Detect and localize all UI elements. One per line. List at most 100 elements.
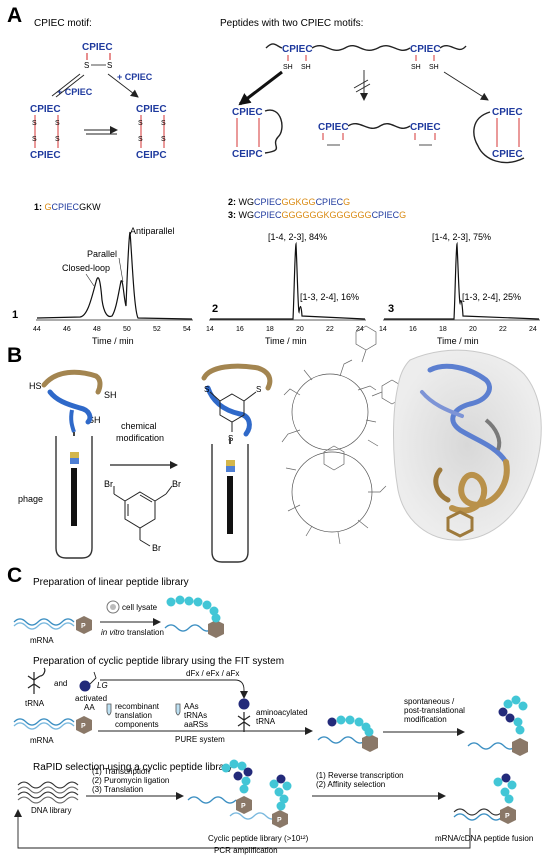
tick-label: 20 [296, 326, 304, 333]
aminoacyl-trna-icon [237, 712, 251, 732]
test-tube-icon [175, 703, 181, 716]
hs-label: HS [29, 381, 42, 391]
chromatogram-3: 3 [1-4, 2-3], 75% [1-3, 2-4], 25% Time /… [379, 232, 540, 346]
peak-closed-loop: Closed-loop [62, 263, 110, 273]
p-label: P [81, 623, 86, 630]
seq1-part: CPIEC [52, 202, 80, 212]
motif-label: CPIEC [232, 107, 263, 118]
modification-label: modification [404, 715, 447, 724]
trnas-label: tRNAs [184, 711, 207, 720]
seq2-part: GGKGG [282, 197, 316, 207]
disulfide-s: S [138, 136, 143, 143]
tick-label: 18 [439, 326, 447, 333]
br-label: Br [152, 543, 161, 553]
svg-text:1: GCPIECGKW: 1: GCPIECGKW [34, 202, 101, 212]
aminoacylated-label: aminoacylated [256, 708, 308, 717]
motif-label: CPIEC [410, 44, 441, 55]
cell-lysate-label: cell lysate [122, 603, 158, 612]
puromycin-hexagon [76, 716, 92, 734]
chrom3-peak-major: [1-4, 2-3], 75% [432, 232, 491, 242]
pure-system-label: PURE system [175, 735, 225, 744]
peptide-3d-model [393, 349, 542, 541]
tick-label: 52 [153, 326, 161, 333]
disulfide-s: S [84, 61, 89, 70]
rapid-title: RaPID selection using a cyclic peptide l… [33, 762, 233, 773]
two-motif-title: Peptides with two CPIEC motifs: [220, 18, 363, 29]
panel-b-letter: B [7, 344, 22, 367]
fusion-label: mRNA/cDNA peptide fusion [435, 834, 533, 843]
motif-label: CPIEC [318, 122, 349, 133]
peak-parallel: Parallel [87, 249, 117, 259]
trna-label: tRNA [25, 699, 45, 708]
motif-label: CPIEC [410, 122, 441, 133]
lg-label: LG [97, 681, 108, 690]
components-label: components [115, 720, 159, 729]
p-label: P [241, 803, 246, 810]
tick-label: 50 [123, 326, 131, 333]
step-transcription: (1) Transcription [92, 767, 150, 776]
mrna-cdna-fusion: P [453, 773, 517, 824]
recombinant-label: recombinant [115, 702, 160, 711]
tick-label: 18 [266, 326, 274, 333]
chemical-label: chemical [121, 421, 157, 431]
seq1-part: GKW [79, 202, 101, 212]
tick-label: 16 [236, 326, 244, 333]
sh-label: SH [301, 64, 311, 71]
library-member-1: P [187, 759, 253, 814]
mrna-label: mRNA [30, 736, 54, 745]
mrna-label: mRNA [30, 636, 54, 645]
tick-label: 54 [183, 326, 191, 333]
chrom2-xlabel: Time / min [265, 336, 307, 346]
phage-modified: S S S [201, 363, 273, 563]
seq1-label: 1: [34, 202, 42, 212]
seq3-part: WG [239, 210, 255, 220]
tribromomesitylene [113, 485, 173, 547]
peak-antiparallel: Antiparallel [130, 226, 175, 236]
chromatogram-2: 2 [1-4, 2-3], 84% [1-3, 2-4], 16% Time /… [206, 232, 366, 346]
phage-unmodified: HS SH SH phage [18, 369, 117, 559]
seq3-part: CPIEC [372, 210, 400, 220]
sh-label: SH [283, 64, 293, 71]
seq3-part: GGGGGGKGGGGGG [282, 210, 372, 220]
chrom1-ticks: 44 46 48 50 52 54 [33, 326, 191, 333]
tick-label: 20 [469, 326, 477, 333]
disulfide-s: S [32, 120, 37, 127]
plus-cpiec-left: + CPIEC [57, 87, 93, 97]
and-label: and [54, 679, 67, 688]
translation-label: translation [115, 711, 152, 720]
seq2-label: 2: [228, 197, 236, 207]
chrom2-peak-minor: [1-3, 2-4], 16% [300, 292, 359, 302]
modification-label: modification [116, 433, 164, 443]
fit-title: Preparation of cyclic peptide library us… [33, 656, 284, 667]
sh-label: SH [429, 64, 439, 71]
pcr-label: PCR amplification [214, 846, 278, 855]
p-label: P [277, 817, 282, 824]
dna-library-label: DNA library [31, 806, 71, 815]
tick-label: 16 [409, 326, 417, 333]
tick-label: 22 [326, 326, 334, 333]
seq3-label: 3: [228, 210, 236, 220]
s-label: S [204, 385, 209, 394]
disulfide-s: S [55, 120, 60, 127]
open-two-loop: CPIEC CPIEC [318, 122, 441, 146]
motif-label: CPIEC [492, 149, 523, 160]
sh-label: SH [104, 390, 117, 400]
seq2-part: WG [239, 197, 255, 207]
disulfide-s: S [32, 136, 37, 143]
translated-peptide [317, 715, 378, 752]
chrom2-num: 2 [212, 303, 218, 315]
motif-label: CEIPC [136, 150, 167, 161]
aminoacylated-trna-label: tRNA [256, 717, 276, 726]
mrna-strand [13, 618, 75, 630]
s-label: S [256, 385, 261, 394]
chrom3-xlabel: Time / min [437, 336, 479, 346]
seq-3: 3: WGCPIECGGGGGGKGGGGGGCPIECG [228, 210, 406, 220]
chrom2-peak-major: [1-4, 2-3], 84% [268, 232, 327, 242]
aarss-label: aaRSs [184, 720, 208, 729]
panel-a-letter: A [7, 4, 22, 27]
seq3-part: CPIEC [254, 210, 282, 220]
seq3-part: G [399, 210, 406, 220]
phage-label: phage [18, 494, 43, 504]
